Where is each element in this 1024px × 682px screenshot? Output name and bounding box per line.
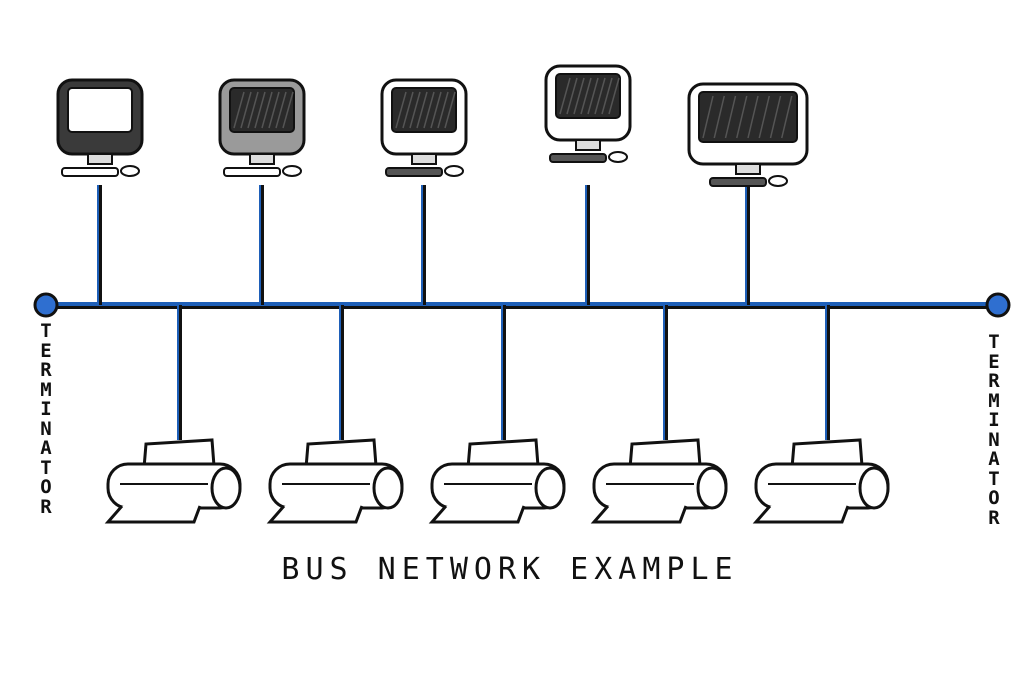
mouse xyxy=(444,165,464,177)
monitor-stand xyxy=(735,163,761,175)
screen-hatch xyxy=(608,77,620,115)
printer-roller xyxy=(696,466,728,510)
screen-hatch xyxy=(736,95,748,139)
screen-hatch xyxy=(781,95,793,139)
screen-hatch xyxy=(423,91,435,129)
printer-output-tray xyxy=(752,505,850,524)
screen-hatch xyxy=(409,91,421,129)
imac-round-monitor-icon xyxy=(687,82,809,305)
screen-hatch xyxy=(559,77,571,115)
screen-hatch xyxy=(769,95,782,139)
screen-hatch xyxy=(416,91,428,129)
diagram-title: BUS NETWORK EXAMPLE xyxy=(281,552,739,587)
screen-hatch xyxy=(261,91,273,129)
screen-hatch xyxy=(395,91,407,129)
printer-roller xyxy=(858,466,890,510)
monitor-stand xyxy=(411,153,437,165)
printers-layer xyxy=(104,305,890,524)
screen-hatch xyxy=(233,91,245,129)
printer-paper-in xyxy=(304,438,378,469)
screen-hatch xyxy=(724,95,737,139)
monitor-stand xyxy=(87,153,113,165)
screen-hatch xyxy=(282,91,294,129)
emac-monitor-icon xyxy=(218,78,306,305)
screen-hatch xyxy=(747,95,759,139)
screen-hatch xyxy=(254,91,266,129)
screen-hatch xyxy=(240,91,252,129)
printer-roller xyxy=(534,466,566,510)
keyboard xyxy=(61,167,119,177)
keyboard xyxy=(223,167,281,177)
mouse xyxy=(768,175,788,187)
printer-paper-in xyxy=(628,438,702,469)
screen-hatch xyxy=(437,91,449,129)
terminator-node-right xyxy=(985,292,1011,318)
crt-monitor-icon xyxy=(544,64,632,305)
monitor-stand xyxy=(249,153,275,165)
screen-hatch xyxy=(601,77,613,115)
mouse xyxy=(608,151,628,163)
screen-hatch xyxy=(580,77,592,115)
printer-output-tray xyxy=(266,505,364,524)
computers-layer xyxy=(56,64,809,305)
printer-output-tray xyxy=(428,505,526,524)
monitor-screen xyxy=(67,87,133,133)
printer-icon xyxy=(104,305,242,524)
screen-hatch xyxy=(268,91,280,129)
printer-paper-in xyxy=(466,438,540,469)
printer-icon xyxy=(590,305,728,524)
screen-hatch xyxy=(402,91,414,129)
printer-output-tray xyxy=(590,505,688,524)
screen-hatch xyxy=(444,91,456,129)
printer-icon xyxy=(266,305,404,524)
bus-layer xyxy=(33,292,1011,318)
screen-hatch xyxy=(594,77,606,115)
screen-hatch xyxy=(702,95,714,139)
screen-hatch xyxy=(573,77,585,115)
printer-paper-in xyxy=(142,438,216,469)
imac-g3-monitor-icon xyxy=(56,78,144,305)
printer-paper-in xyxy=(790,438,864,469)
printer-icon xyxy=(752,305,890,524)
terminator-node-left xyxy=(33,292,59,318)
printer-output-tray xyxy=(104,505,202,524)
mouse xyxy=(282,165,302,177)
printer-roller xyxy=(210,466,242,510)
screen-hatch xyxy=(275,91,287,129)
screen-hatch xyxy=(566,77,578,115)
keyboard xyxy=(549,153,607,163)
keyboard xyxy=(709,177,767,187)
screen-hatch xyxy=(587,77,599,115)
monitor-stand xyxy=(575,139,601,151)
printer-icon xyxy=(428,305,566,524)
screen-hatch xyxy=(758,95,770,139)
keyboard xyxy=(385,167,443,177)
mouse xyxy=(120,165,140,177)
screen-hatch xyxy=(430,91,442,129)
screen-hatch xyxy=(713,95,725,139)
imac-monitor-icon xyxy=(380,78,468,305)
printer-roller xyxy=(372,466,404,510)
screen-hatch xyxy=(247,91,259,129)
